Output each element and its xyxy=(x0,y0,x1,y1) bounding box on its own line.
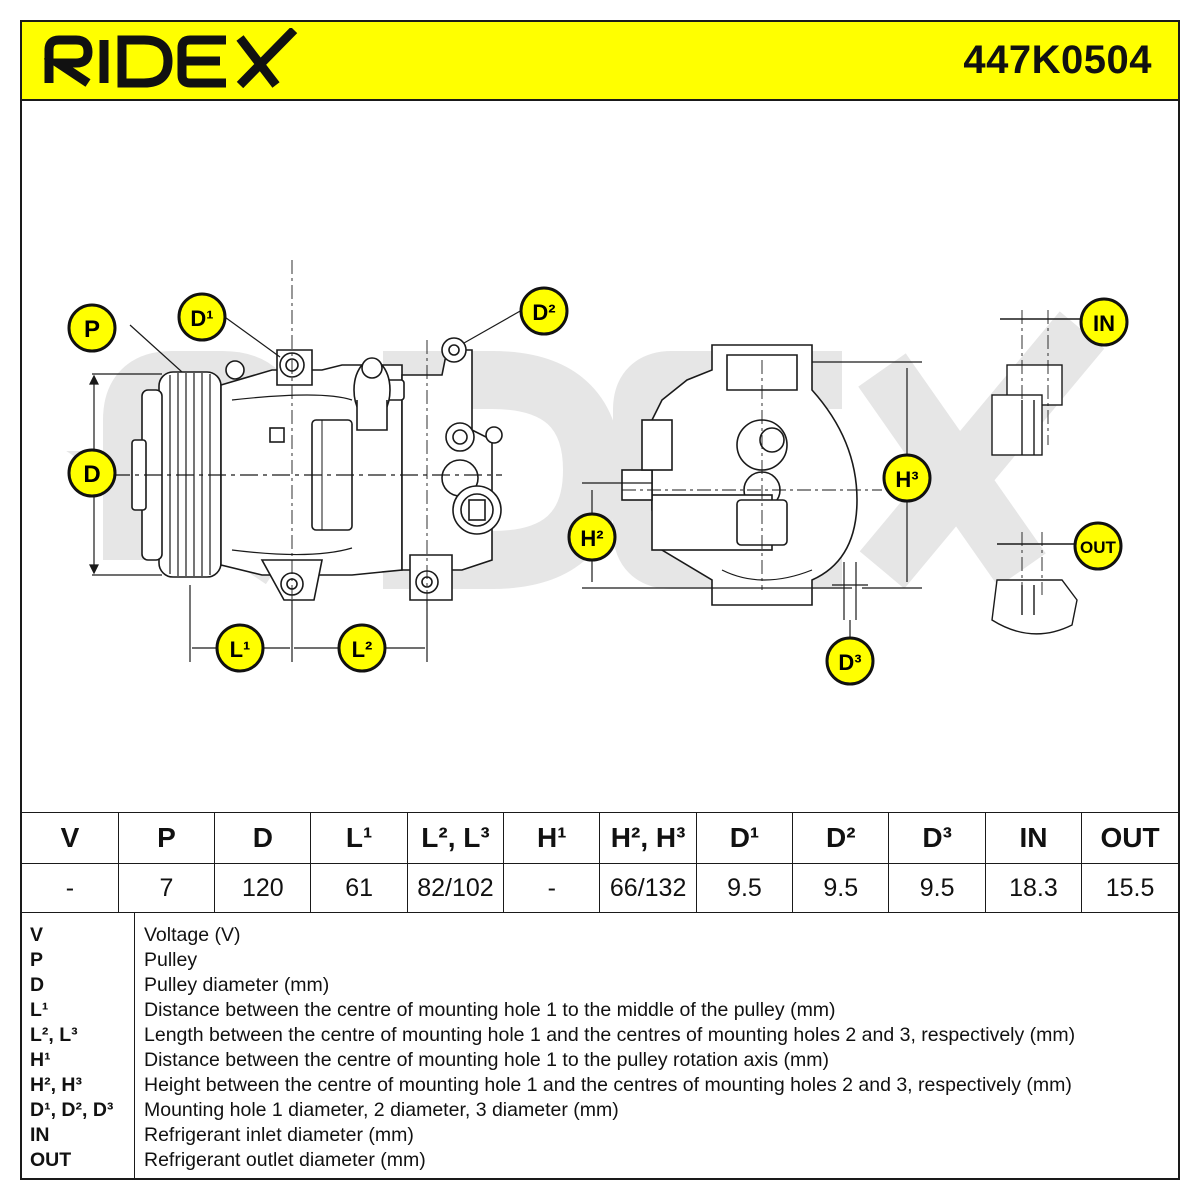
spec-value-cell: 7 xyxy=(117,863,216,913)
part-number: 447K0504 xyxy=(963,38,1152,82)
legend-desc: Mounting hole 1 diameter, 2 diameter, 3 … xyxy=(144,1099,619,1121)
legend-desc: Pulley diameter (mm) xyxy=(144,974,330,996)
legend-row: L¹ Distance between the centre of mounti… xyxy=(22,998,1178,1023)
callout-in: IN xyxy=(1079,297,1129,347)
svg-text:H³: H³ xyxy=(895,467,918,492)
legend-desc: Height between the centre of mounting ho… xyxy=(144,1074,1072,1096)
spec-value-cell: 61 xyxy=(310,863,408,913)
callout-h3: H³ xyxy=(882,453,932,503)
svg-text:D²: D² xyxy=(532,300,555,325)
spec-value-cell: 9.5 xyxy=(792,863,890,913)
svg-text:H²: H² xyxy=(580,526,603,551)
svg-text:L¹: L¹ xyxy=(230,637,251,662)
spec-value-cell: 66/132 xyxy=(599,863,697,913)
legend-divider xyxy=(134,913,135,1178)
spec-value-cell: 15.5 xyxy=(1081,863,1178,913)
legend-row: H¹ Distance between the centre of mounti… xyxy=(22,1048,1178,1073)
legend-key: D¹, D², D³ xyxy=(30,1099,114,1121)
legend-desc: Distance between the centre of mounting … xyxy=(144,999,836,1021)
page-frame xyxy=(20,20,1180,1180)
callout-d2: D² xyxy=(519,286,569,336)
svg-text:P: P xyxy=(84,316,100,343)
spec-value-cell: 120 xyxy=(214,863,312,913)
legend-key: H², H³ xyxy=(30,1074,82,1096)
callout-l1: L¹ xyxy=(215,623,265,673)
spec-value-cell: 9.5 xyxy=(888,863,986,913)
spec-table: V P D L¹ L², L³ H¹ H², H³ D¹ D² D³ IN OU… xyxy=(22,812,1178,913)
spec-value-row: - 7 120 61 82/102 - 66/132 9.5 9.5 9.5 1… xyxy=(22,863,1178,913)
legend-desc: Refrigerant outlet diameter (mm) xyxy=(144,1149,426,1171)
legend-desc: Length between the centre of mounting ho… xyxy=(144,1024,1076,1046)
legend-key: V xyxy=(30,924,44,946)
svg-text:D¹: D¹ xyxy=(190,306,213,331)
legend-row: D¹, D², D³ Mounting hole 1 diameter, 2 d… xyxy=(22,1098,1178,1123)
legend-row: V Voltage (V) xyxy=(22,923,1178,948)
spec-header-cell: OUT xyxy=(1081,812,1178,864)
legend-key: H¹ xyxy=(30,1049,51,1071)
spec-header-cell: V xyxy=(22,812,119,864)
svg-text:IN: IN xyxy=(1093,311,1115,336)
legend-desc: Refrigerant inlet diameter (mm) xyxy=(144,1124,414,1146)
spec-value-cell: 9.5 xyxy=(695,863,794,913)
svg-text:D: D xyxy=(83,461,100,488)
spec-header-cell: H¹ xyxy=(503,812,601,864)
spec-header-cell: D¹ xyxy=(695,812,794,864)
callout-p: P xyxy=(67,303,117,353)
spec-header-cell: D xyxy=(214,812,312,864)
legend-key: P xyxy=(30,949,44,971)
legend-key: L¹ xyxy=(30,999,49,1021)
legend-row: L², L³ Length between the centre of moun… xyxy=(22,1023,1178,1048)
legend: V Voltage (V) P Pulley D Pulley diameter… xyxy=(22,913,1178,1178)
callout-d: D xyxy=(67,448,117,498)
spec-header-cell: H², H³ xyxy=(599,812,697,864)
spec-value-cell: 18.3 xyxy=(984,863,1083,913)
legend-desc: Voltage (V) xyxy=(144,924,241,946)
spec-value-cell: - xyxy=(503,863,601,913)
legend-key: IN xyxy=(30,1124,50,1146)
technical-drawing: P D D¹ D² L¹ L² H² H³ D³ IN OUT xyxy=(66,260,1129,686)
spec-header-cell: L¹ xyxy=(310,812,408,864)
spec-header-row: V P D L¹ L², L³ H¹ H², H³ D¹ D² D³ IN OU… xyxy=(22,812,1178,864)
spec-header-cell: D² xyxy=(792,812,890,864)
legend-key: D xyxy=(30,974,45,996)
legend-row: OUT Refrigerant outlet diameter (mm) xyxy=(22,1148,1178,1173)
legend-row: IN Refrigerant inlet diameter (mm) xyxy=(22,1123,1178,1148)
svg-text:D³: D³ xyxy=(838,650,861,675)
callout-d3: D³ xyxy=(825,636,875,686)
spec-header-cell: L², L³ xyxy=(406,812,505,864)
legend-desc: Pulley xyxy=(144,949,198,971)
legend-row: H², H³ Height between the centre of moun… xyxy=(22,1073,1178,1098)
svg-text:OUT: OUT xyxy=(1080,538,1117,557)
spec-header-cell: IN xyxy=(984,812,1083,864)
callout-out: OUT xyxy=(1073,521,1123,571)
callout-d1: D¹ xyxy=(177,292,227,342)
spec-value-cell: 82/102 xyxy=(406,863,505,913)
spec-value-cell: - xyxy=(22,863,119,913)
legend-key: OUT xyxy=(30,1149,72,1171)
ridex-logo xyxy=(44,28,298,88)
callout-l2: L² xyxy=(337,623,387,673)
legend-desc: Distance between the centre of mounting … xyxy=(144,1049,830,1071)
legend-key: L², L³ xyxy=(30,1024,78,1046)
legend-row: P Pulley xyxy=(22,948,1178,973)
callout-h2: H² xyxy=(567,512,617,562)
svg-text:L²: L² xyxy=(352,637,373,662)
spec-header-cell: D³ xyxy=(888,812,986,864)
legend-row: D Pulley diameter (mm) xyxy=(22,973,1178,998)
spec-header-cell: P xyxy=(117,812,216,864)
